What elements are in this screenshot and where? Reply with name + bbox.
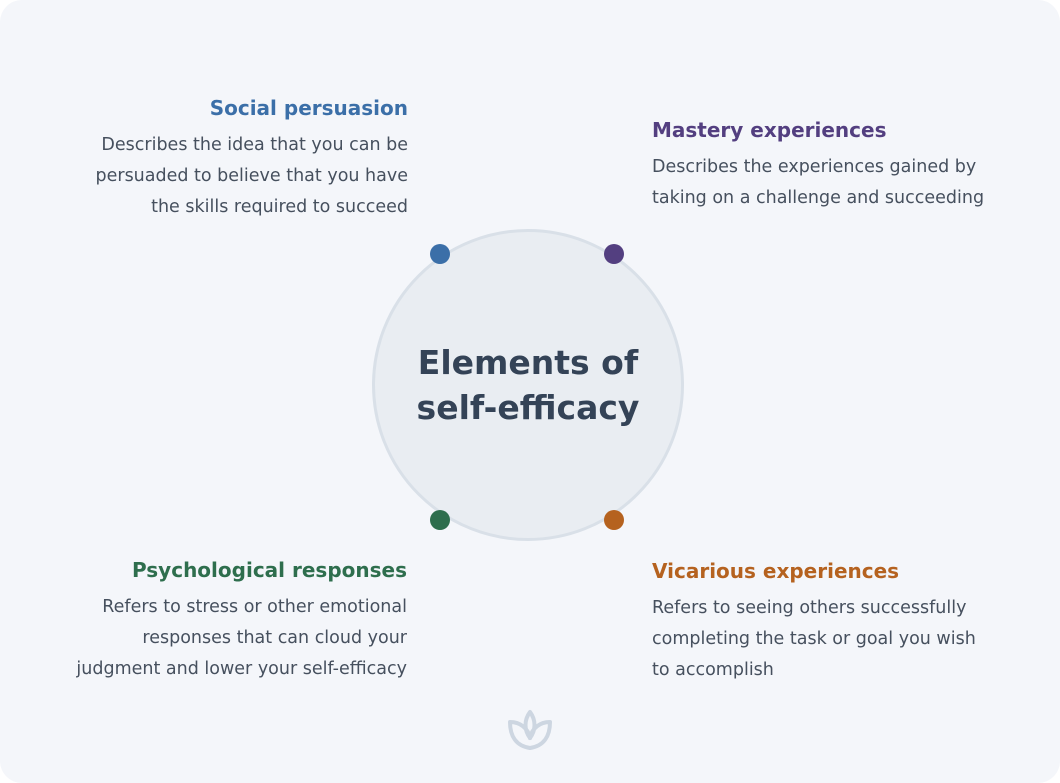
description-line: to accomplish bbox=[652, 660, 774, 680]
description-line: persuaded to believe that you have bbox=[95, 166, 409, 186]
vicarious-experiences-description: Refers to seeing others successfully com… bbox=[652, 593, 1042, 686]
center-title: Elements of self-efficacy bbox=[372, 340, 684, 430]
social-persuasion-description: Describes the idea that you can be persu… bbox=[28, 130, 409, 223]
social-persuasion-block: Social persuasion Describes the idea tha… bbox=[28, 94, 409, 223]
center-title-line-1: Elements of bbox=[417, 343, 639, 382]
description-line: responses that can cloud your bbox=[142, 628, 407, 648]
vicarious-experiences-block: Vicarious experiences Refers to seeing o… bbox=[652, 557, 1042, 686]
description-line: Refers to stress or other emotional bbox=[102, 597, 407, 617]
vicarious-experiences-title: Vicarious experiences bbox=[652, 559, 900, 583]
psychological-responses-description: Refers to stress or other emotional resp… bbox=[7, 592, 407, 685]
description-line: Describes the idea that you can be bbox=[101, 135, 408, 155]
psychological-responses-block: Psychological responses Refers to stress… bbox=[7, 556, 407, 685]
psychological-responses-title: Psychological responses bbox=[131, 558, 407, 582]
social-persuasion-dot bbox=[430, 244, 450, 264]
leaf-logo-icon bbox=[508, 710, 552, 750]
mastery-experiences-description: Describes the experiences gained by taki… bbox=[652, 152, 1042, 214]
description-line: Describes the experiences gained by bbox=[652, 157, 977, 177]
mastery-experiences-block: Mastery experiences Describes the experi… bbox=[652, 116, 1042, 214]
description-line: judgment and lower your self-efficacy bbox=[76, 659, 407, 679]
description-line: taking on a challenge and succeeding bbox=[652, 188, 985, 208]
description-line: completing the task or goal you wish bbox=[652, 629, 976, 649]
vicarious-experiences-dot bbox=[604, 510, 624, 530]
social-persuasion-title: Social persuasion bbox=[209, 96, 408, 120]
mastery-experiences-dot bbox=[604, 244, 624, 264]
mastery-experiences-title: Mastery experiences bbox=[652, 118, 887, 142]
description-line: the skills required to succeed bbox=[151, 197, 408, 217]
center-title-line-2: self-efficacy bbox=[416, 388, 640, 427]
center-circle bbox=[372, 229, 684, 541]
psychological-responses-dot bbox=[430, 510, 450, 530]
description-line: Refers to seeing others successfully bbox=[652, 598, 967, 618]
